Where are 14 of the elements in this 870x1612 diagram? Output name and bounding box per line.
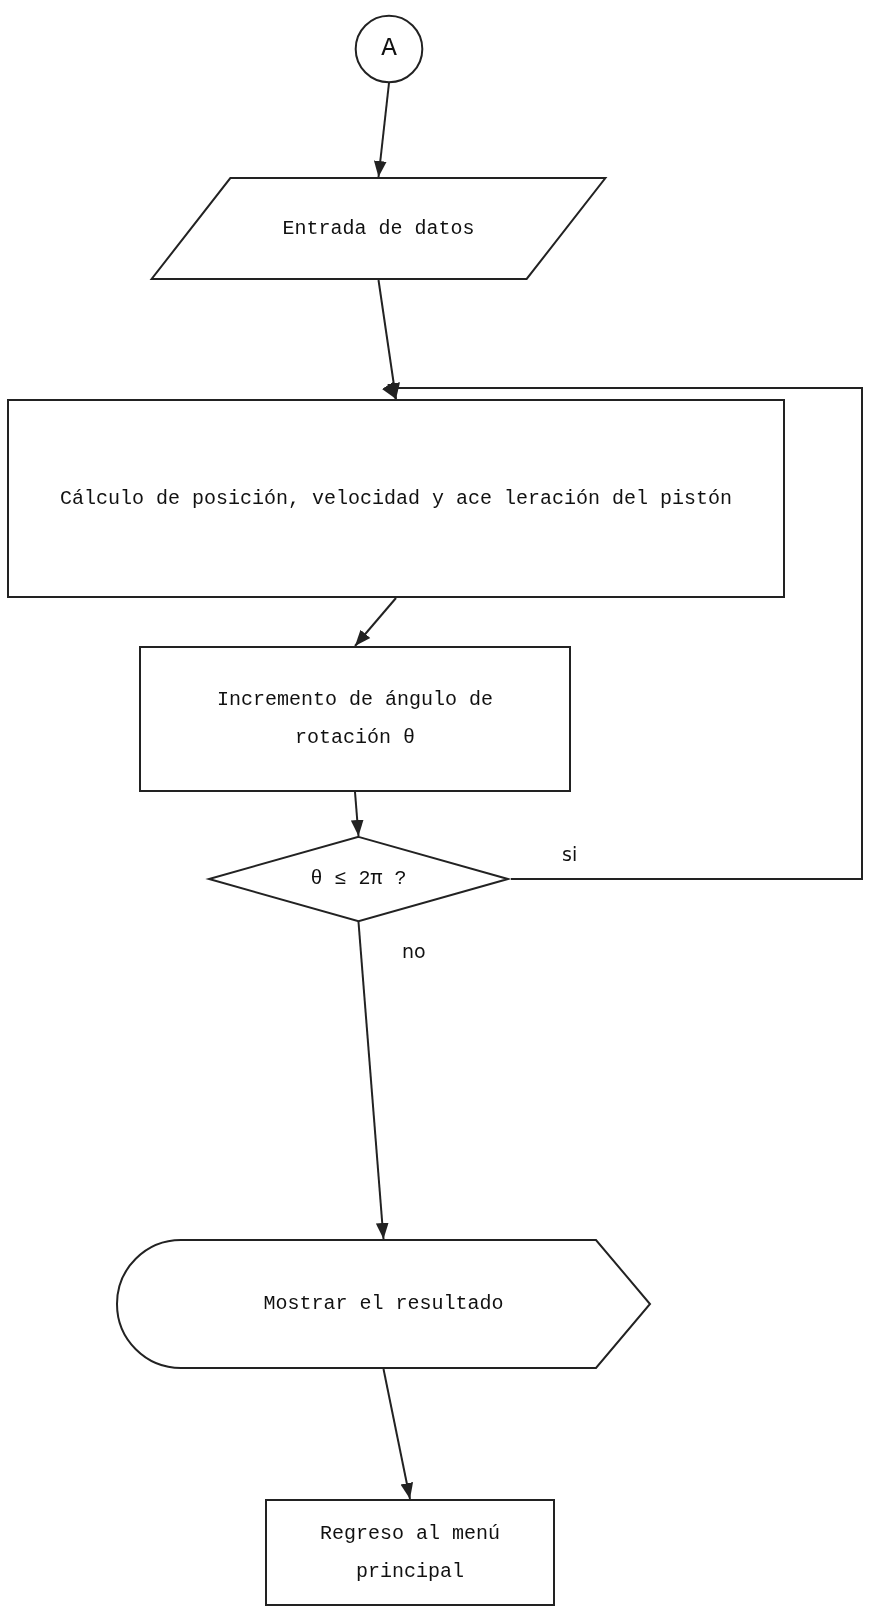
input-parallelogram: Entrada de datos	[147, 177, 610, 280]
arrow	[377, 279, 400, 400]
arrow	[382, 382, 863, 880]
arrow	[357, 921, 389, 1240]
process-box: Incremento de ángulo de rotación θ	[139, 646, 571, 792]
connector-circle: A	[355, 15, 423, 83]
arrow	[354, 597, 397, 647]
arrow	[350, 791, 364, 837]
process-box: Regreso al menú principal	[265, 1499, 555, 1606]
display-shape: Mostrar el resultado	[116, 1239, 651, 1369]
process-box: Cálculo de posición, velocidad y ace leración del pistón	[7, 399, 785, 598]
decision-diamond: θ ≤ 2π ?	[206, 836, 511, 922]
arrow	[373, 82, 390, 178]
arrow	[382, 1368, 414, 1500]
